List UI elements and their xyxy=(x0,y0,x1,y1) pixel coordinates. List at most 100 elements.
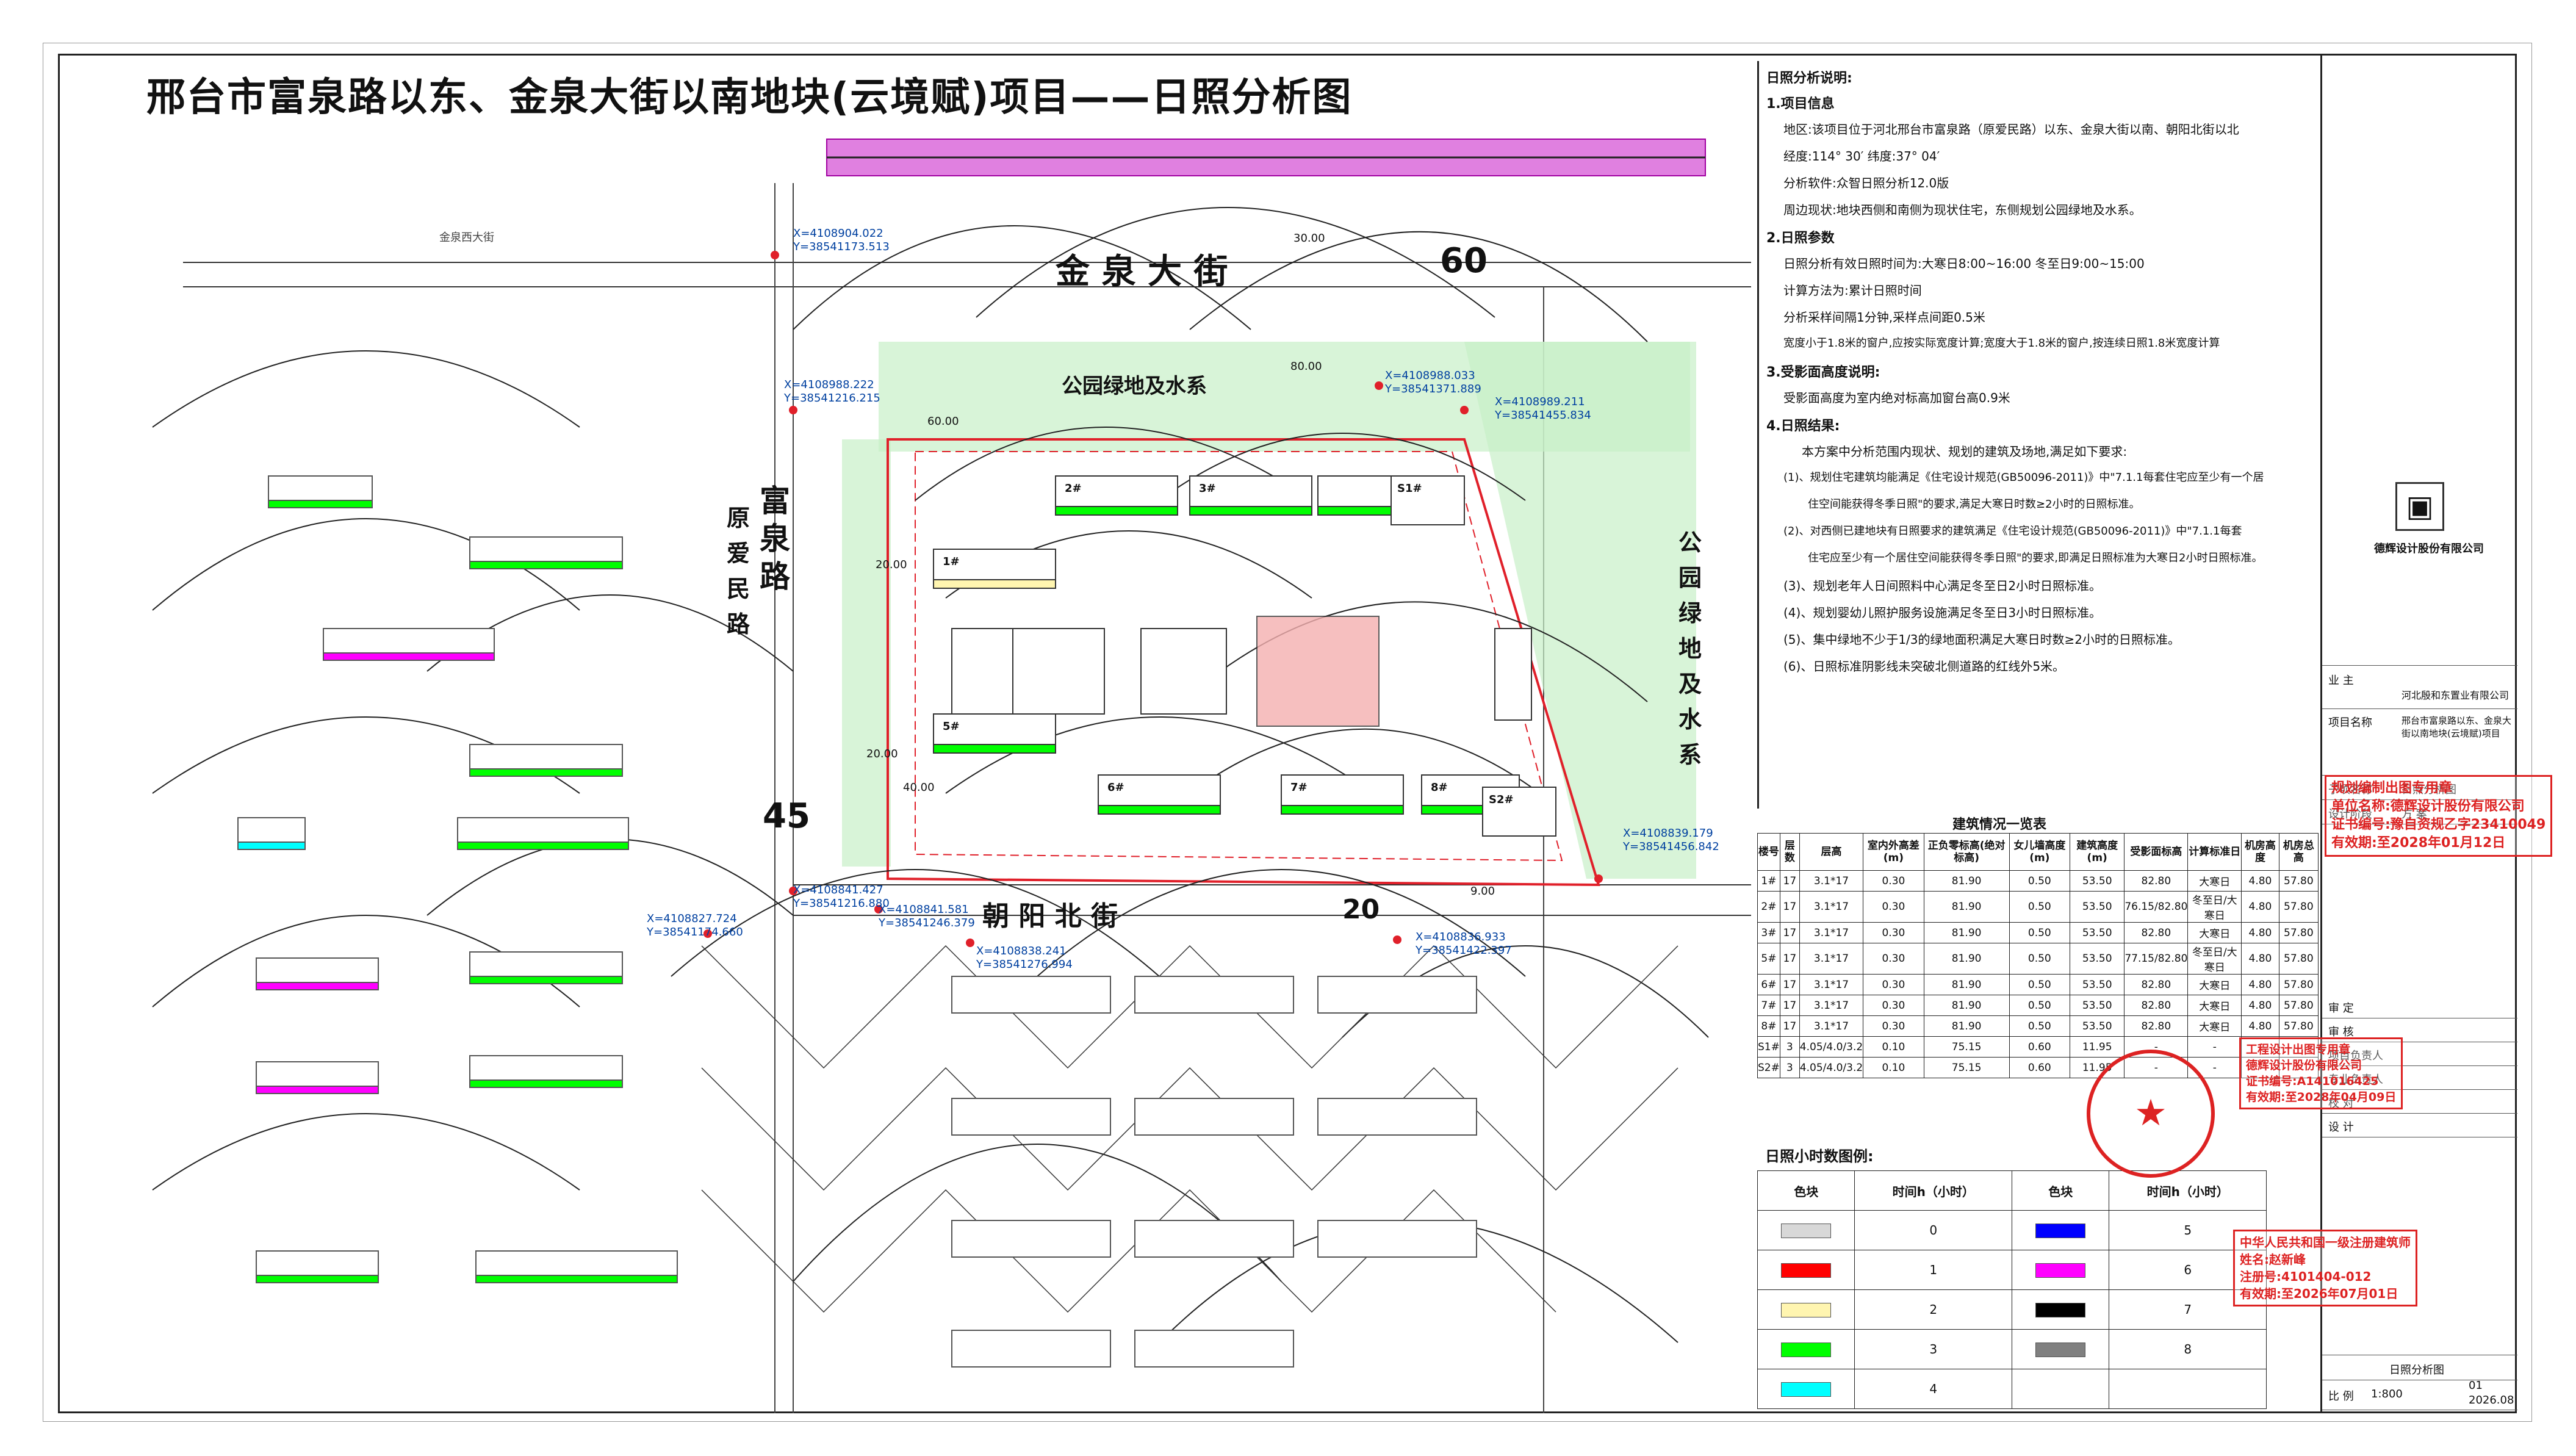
building-table-cell: 0.30 xyxy=(1863,870,1924,892)
stamp-line: 有效期:至2028年01月12日 xyxy=(2331,835,2506,851)
building-table-cell: 3.1*17 xyxy=(1799,1015,1864,1037)
building-table-cell: 4.80 xyxy=(2241,943,2279,975)
building-table-cell: 75.15 xyxy=(1923,1036,2010,1058)
building-table-cell: 75.15 xyxy=(1923,1057,2010,1078)
building-number: 2# xyxy=(1065,482,1082,495)
building-table-cell: 57.80 xyxy=(2278,891,2319,923)
building-table-cell: 4.80 xyxy=(2241,922,2279,943)
building-table-cell: 大寒日 xyxy=(2187,1015,2242,1037)
building-table-cell: 57.80 xyxy=(2278,974,2319,995)
building-table-cell: 81.90 xyxy=(1923,995,2010,1016)
building-number: S2# xyxy=(1489,793,1514,806)
building-table-cell: S1# xyxy=(1757,1036,1780,1058)
legend-swatch-cell xyxy=(1757,1329,1855,1369)
building-table-header: 室内外高差(m) xyxy=(1863,833,1924,871)
legend-swatch-cell xyxy=(2011,1329,2110,1369)
stamp-line: 有效期:至2026年07月01日 xyxy=(2240,1286,2398,1301)
building-table-cell: 3 xyxy=(1779,1036,1800,1058)
notes-line: 宽度小于1.8米的窗户,应按实际宽度计算;宽度大于1.8米的窗户,按连续日照1.… xyxy=(1783,337,2220,350)
building-table-cell: 0.30 xyxy=(1863,974,1924,995)
building-table-cell: 81.90 xyxy=(1923,943,2010,975)
building-table-cell: 3.1*17 xyxy=(1799,891,1864,923)
building-table-cell: 0.10 xyxy=(1863,1036,1924,1058)
notes-line: 住宅应至少有一个居住空间能获得冬季日照"的要求,即满足日照标准为大寒日2小时日照… xyxy=(1808,552,2263,564)
notes-line: 受影面高度为室内绝对标高加窗台高0.9米 xyxy=(1783,391,2010,405)
building-table-cell: 0.30 xyxy=(1863,922,1924,943)
road-west-old-name: 原爱民路 xyxy=(726,505,750,638)
building-table-cell: 4.80 xyxy=(2241,1015,2279,1037)
client-value: 河北殷和东置业有限公司 xyxy=(2402,690,2509,701)
building-table-header: 受影面标高 xyxy=(2124,833,2189,871)
signature-row: 审 定 xyxy=(2322,995,2517,1018)
legend-swatch xyxy=(1781,1223,1832,1238)
notes-line: 分析采样间隔1分钟,采样点间距0.5米 xyxy=(1783,310,1985,325)
client-label: 业 主 xyxy=(2328,674,2354,687)
notes-section: 2.日照参数 xyxy=(1766,231,1835,246)
building-table-header: 层数 xyxy=(1779,833,1800,871)
building-block xyxy=(1055,475,1178,510)
stamp-line: 有效期:至2028年04月09日 xyxy=(2246,1090,2397,1104)
building-table-cell: 17 xyxy=(1779,974,1800,995)
road-west-width: 45 xyxy=(763,796,810,836)
dimension-label: 20.00 xyxy=(876,558,907,571)
notes-line: 地区:该项目位于河北邢台市富泉路（原爱民路）以东、金泉大街以南、朝阳北街以北 xyxy=(1783,122,2239,137)
notes-line: 计算方法为:累计日照时间 xyxy=(1783,283,1922,298)
company-name: 德辉设计股份有限公司 xyxy=(2374,542,2484,555)
notes-line: (1)、规划住宅建筑均能满足《住宅设计规范(GB50096-2011)》中"7.… xyxy=(1783,471,2264,484)
building-table-cell: 4.05/4.0/3.2 xyxy=(1799,1057,1864,1078)
dimension-label: 30.00 xyxy=(1293,232,1325,245)
building-table-cell: 0.30 xyxy=(1863,995,1924,1016)
building-table-cell: 0.50 xyxy=(2009,943,2071,975)
building-table-cell: 3 xyxy=(1779,1057,1800,1078)
legend-hours: 7 xyxy=(2109,1289,2267,1330)
dimension-label: 40.00 xyxy=(903,781,935,794)
company-seal: ★ xyxy=(2087,1050,2215,1178)
building-number: 8# xyxy=(1431,781,1448,794)
building-table-header: 机房高度 xyxy=(2241,833,2279,871)
coord-label: X=4108839.179 Y=38541456.842 xyxy=(1623,827,1719,853)
building-table-header: 女儿墙高度(m) xyxy=(2009,833,2071,871)
building-table-cell: 6# xyxy=(1757,974,1780,995)
drawing-title-value: 日照分析图 xyxy=(2389,1364,2444,1377)
building-table-cell: - xyxy=(2187,1036,2242,1058)
building-table-cell: 82.80 xyxy=(2124,870,2189,892)
building-table-cell: 53.50 xyxy=(2070,870,2125,892)
stamp-line: 工程设计出图专用章 xyxy=(2246,1043,2351,1056)
building-table-cell: 82.80 xyxy=(2124,974,2189,995)
building-table-cell: 57.80 xyxy=(2278,1015,2319,1037)
building-table-cell: 81.90 xyxy=(1923,922,2010,943)
legend-hours: 8 xyxy=(2109,1329,2267,1369)
coord-label: X=4108904.022 Y=38541173.513 xyxy=(793,227,890,253)
signature-role-label: 审 定 xyxy=(2328,1002,2354,1015)
building-table-cell: 57.80 xyxy=(2278,870,2319,892)
project-value: 邢台市富泉路以东、金泉大街以南地块(云境赋)项目 xyxy=(2402,715,2512,739)
legend-swatch-cell xyxy=(2011,1369,2110,1409)
building-table-cell xyxy=(2241,1057,2279,1078)
coord-label: X=4108838.241 Y=38541276.994 xyxy=(976,945,1073,971)
building-table-cell: 0.60 xyxy=(2009,1057,2071,1078)
legend-hours: 6 xyxy=(2109,1250,2267,1290)
notes-line: (4)、规划婴幼儿照护服务设施满足冬至日3小时日照标准。 xyxy=(1783,605,2102,620)
building-table-cell: 53.50 xyxy=(2070,943,2125,975)
building-table-cell: 2# xyxy=(1757,891,1780,923)
building-number: S1# xyxy=(1397,482,1422,495)
building-table-cell: 冬至日/大寒日 xyxy=(2187,891,2242,923)
dimension-label: 60.00 xyxy=(927,415,959,428)
building-table-cell: 3.1*17 xyxy=(1799,995,1864,1016)
notes-line: (3)、规划老年人日间照料中心满足冬至日2小时日照标准。 xyxy=(1783,578,2102,593)
east-park-label: 公园绿地及水系 xyxy=(1678,529,1702,768)
stage-value: 方 案 xyxy=(2402,808,2427,821)
building-table-cell xyxy=(2278,1036,2319,1058)
building-table-cell: 3.1*17 xyxy=(1799,974,1864,995)
building-table-cell: 81.90 xyxy=(1923,870,2010,892)
notes-line: 本方案中分析范围内现状、规划的建筑及场地,满足如下要求: xyxy=(1802,444,2128,459)
signature-row: 设 计 xyxy=(2322,1114,2517,1137)
building-table-cell: 76.15/82.80 xyxy=(2124,891,2189,923)
building-table-cell: 17 xyxy=(1779,943,1800,975)
